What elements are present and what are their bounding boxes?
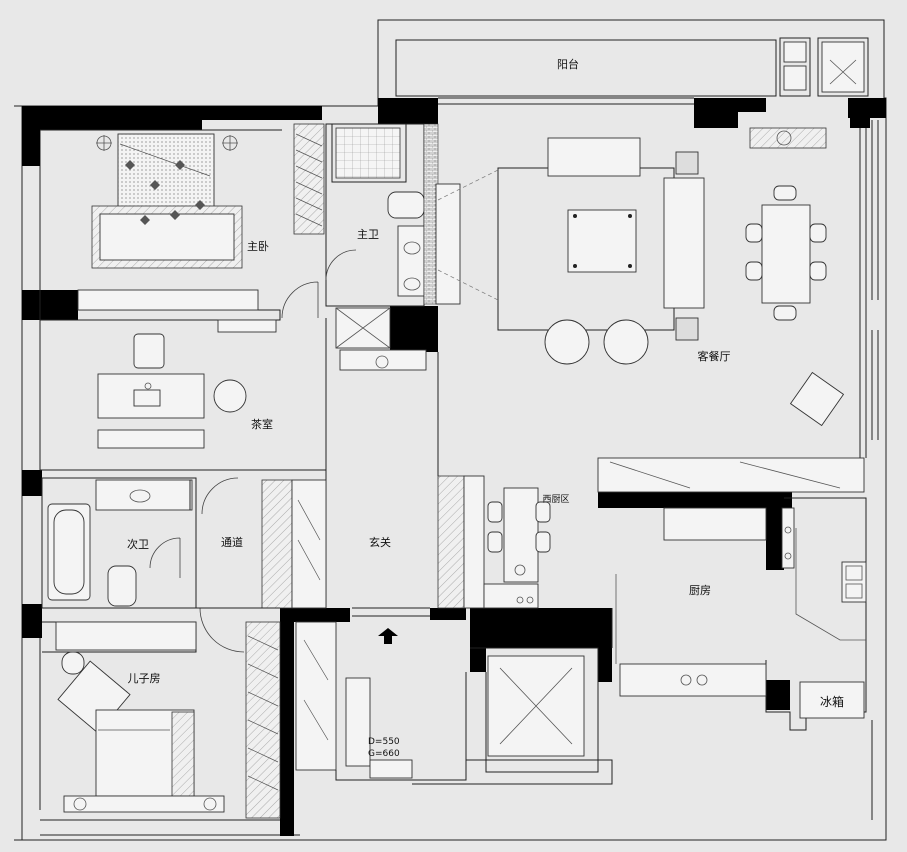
corridor: 通道 [199, 477, 245, 653]
living-dining-room: 客餐厅 [437, 127, 867, 493]
corridor-label: 通道 [221, 535, 243, 549]
western-kitchen-label: 西厨区 [542, 494, 569, 505]
entry-arrow-icon [378, 628, 398, 644]
bed-pattern [125, 160, 205, 225]
second-bath: 次卫 [41, 477, 197, 609]
master-bedroom-label: 主卧 [247, 240, 269, 253]
western-kitchen: 西厨区 [483, 487, 570, 609]
storage-room [412, 647, 613, 785]
kitchen-label: 厨房 [689, 584, 711, 597]
fridge-label: 冰箱 [820, 694, 844, 709]
balcony-label: 阳台 [557, 57, 579, 71]
sons-room: 儿子房 [42, 621, 225, 813]
living-dining-label: 客餐厅 [698, 349, 731, 363]
tea-room-label: 茶室 [251, 417, 273, 431]
master-bedroom: 主卧 [39, 123, 325, 333]
master-bath-label: 主卫 [357, 228, 379, 241]
structural-walls [22, 98, 886, 836]
kitchen: 厨房 冰箱 [615, 497, 867, 731]
sons-room-label: 儿子房 [128, 672, 161, 685]
master-bath: 主卫 [325, 123, 461, 371]
foyer: 玄关 D=550 G=660 [245, 475, 485, 819]
second-bath-label: 次卫 [127, 537, 149, 551]
height-label: G=660 [368, 749, 400, 759]
partition-lines [196, 318, 613, 648]
foyer-label: 玄关 [369, 535, 391, 549]
balcony: 阳台 [438, 37, 869, 105]
depth-label: D=550 [368, 737, 400, 747]
